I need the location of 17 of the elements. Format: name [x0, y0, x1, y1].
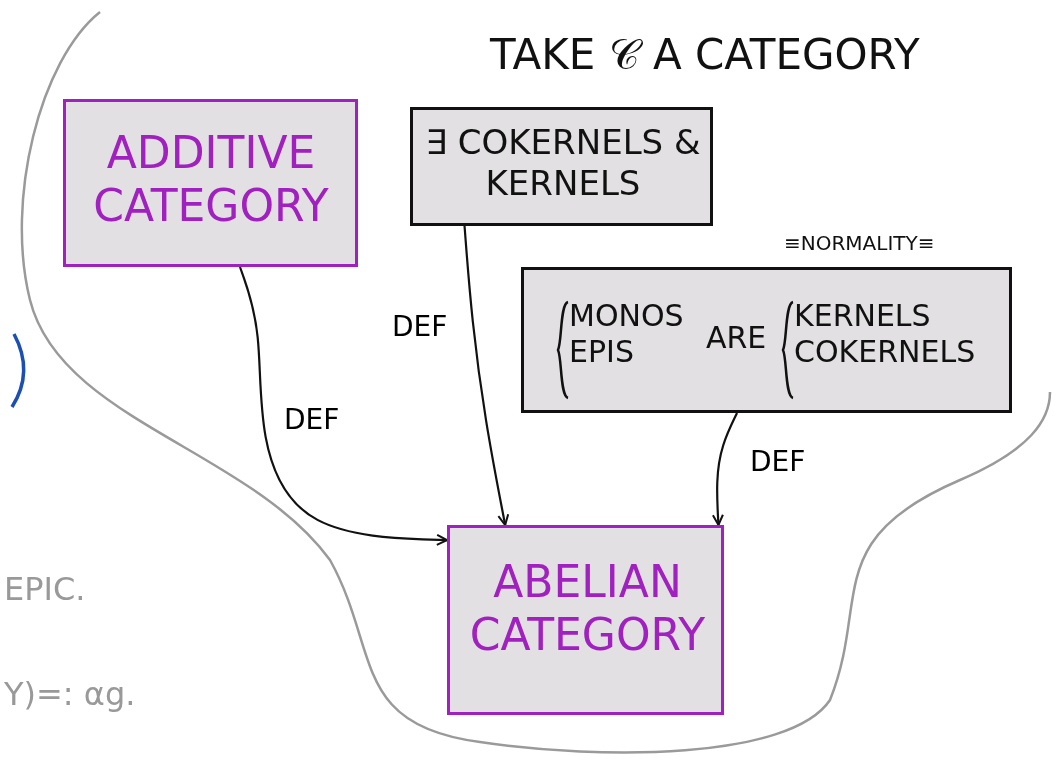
node-text: KERNELS COKERNELS	[794, 298, 977, 370]
condition-box	[410, 107, 713, 226]
arrow	[238, 266, 448, 546]
node-text: MONOS EPIS	[569, 298, 685, 370]
arrow	[711, 412, 739, 526]
category-box	[447, 525, 724, 715]
note-text: EPIC.	[4, 570, 86, 608]
node-caption: ≡NORMALITY≡	[784, 231, 935, 255]
node-text: ∃ COKERNELS & KERNELS	[424, 122, 702, 204]
arrow	[463, 225, 510, 526]
node-text: ARE	[706, 320, 768, 356]
title: TAKE 𝒞 A CATEGORY	[490, 30, 920, 79]
condition-box	[521, 267, 1012, 413]
node-title: ABELIAN CATEGORY	[468, 556, 707, 662]
node-title: ADDITIVE CATEGORY	[92, 127, 330, 233]
note-text: Y)=: αg.	[4, 675, 136, 713]
category-box	[63, 99, 358, 267]
